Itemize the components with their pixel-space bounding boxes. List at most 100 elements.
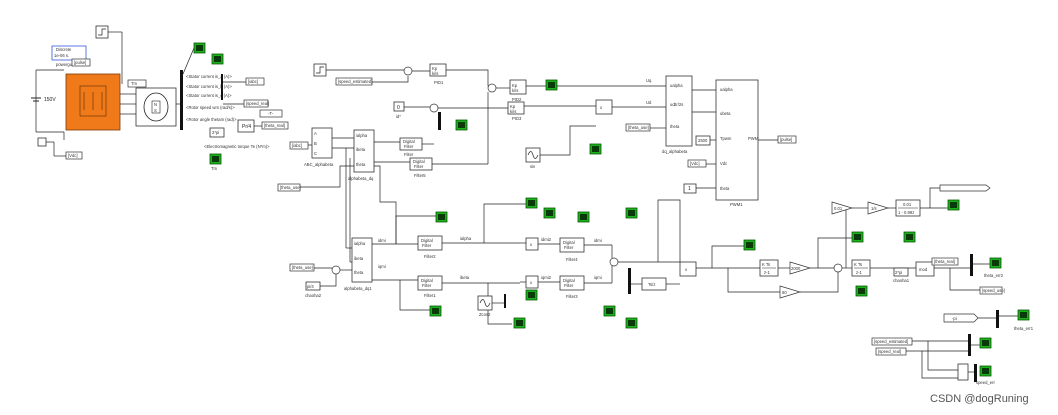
scope-alphabeta-2[interactable] (429, 305, 442, 317)
hold-gain-block[interactable]: Pr/4 (237, 119, 255, 133)
mod-block[interactable]: mod (915, 261, 935, 277)
scope-pid2[interactable] (545, 79, 558, 91)
abc-alphabeta-block[interactable]: A B C ABC_alphabeta (304, 127, 334, 167)
gain-2000-block[interactable]: 2000 (789, 261, 812, 275)
gain-neg-block[interactable]: -T- (259, 109, 283, 118)
iabc-goto-tag[interactable]: [iabc] (245, 77, 265, 86)
speed-err-scope[interactable]: speed_err (976, 365, 995, 385)
scope-alphabeta-1[interactable] (435, 211, 448, 223)
svg-text:iqmi: iqmi (378, 264, 386, 269)
dc-source-block[interactable]: 150V (31, 69, 64, 133)
scope-pll-2[interactable] (851, 231, 864, 243)
current-mux-bus (221, 74, 223, 100)
scope-torque[interactable]: Tm (209, 153, 222, 171)
alphabeta-dq1-block[interactable]: ialpha ibeta theta alphabeta_dq1 (344, 237, 373, 291)
sine-source[interactable]: sin (525, 147, 541, 169)
gain-tf1-block[interactable]: Ts/z (641, 277, 667, 291)
vdc-from-tag-2[interactable]: [Vdc] (687, 159, 707, 168)
svg-text:0.01: 0.01 (834, 206, 843, 211)
product-block-3[interactable]: x (679, 261, 697, 277)
step-input-1[interactable] (95, 25, 109, 39)
scope-mid-7[interactable] (625, 317, 638, 329)
dq-alphabeta-block[interactable]: ualpha ud 2r/2s theta dq_alphabeta (662, 75, 693, 154)
speed-use-goto-tag[interactable]: [speed_use] (979, 286, 1005, 295)
digital-filter-block[interactable]: Digital Filter Filter (399, 137, 423, 157)
scope-mid-3[interactable] (577, 211, 590, 223)
speed-real-goto-tag[interactable]: [speed_real] (243, 99, 269, 108)
svg-text:2r/2s: 2r/2s (674, 102, 683, 107)
svg-text:150V: 150V (44, 97, 56, 103)
tf2-block[interactable]: 0.01 1 - 0.99z (895, 199, 921, 217)
theta-use-from-tag-3[interactable]: [theta_use] (289, 263, 315, 272)
theta-use-from-tag-1[interactable]: [theta_use] (277, 183, 301, 192)
scope-speed-est[interactable] (947, 199, 960, 211)
svg-text:<Rotor speed wm (rad/s)>: <Rotor speed wm (rad/s)> (186, 105, 235, 110)
tf3-block[interactable]: K Ts z-1 (759, 259, 779, 277)
theta-real-from-tag[interactable]: [theta_real] (931, 257, 959, 266)
scope-pll-3[interactable] (855, 285, 868, 297)
theta-use-from-tag-2[interactable]: [theta_use] (625, 123, 651, 132)
svg-text:powergui: powergui (56, 62, 73, 67)
digital-filter1-block[interactable]: Digital Filter Filter1 (417, 275, 443, 298)
gain-60-block[interactable]: 60 (779, 285, 802, 299)
tf4-block[interactable]: K Ts z-1 (851, 259, 871, 277)
scope-sin[interactable] (589, 143, 602, 155)
digital-filter3-block[interactable]: Digital Filter Filter3 (559, 275, 585, 299)
scope-speed-cmp[interactable] (979, 337, 992, 349)
svg-text:Zcos2: Zcos2 (479, 312, 491, 317)
scope-mid-4[interactable] (625, 207, 638, 219)
neg-pi-block[interactable]: -pi (943, 313, 979, 323)
scope-mid-8[interactable] (603, 305, 616, 317)
tm-from-tag[interactable]: Tm (127, 79, 147, 88)
twopi-block-2[interactable]: 2*pi chaoha1 (893, 267, 910, 283)
scope-mid-5[interactable] (525, 289, 538, 301)
one-const[interactable]: 1 (683, 183, 697, 194)
scope-pll-1[interactable] (743, 239, 756, 251)
svg-text:theta_err1: theta_err1 (1014, 326, 1034, 331)
tpwm-const[interactable]: 2500 (695, 135, 711, 146)
digital-filter2-block[interactable]: Digital Filter Filter2 (417, 235, 443, 259)
pmsm-motor-block[interactable]: N S (135, 87, 177, 127)
vdc-sensor: [Vdc] (37, 137, 83, 160)
digital-filter4-block[interactable]: Digital Filter Filter4 (559, 237, 585, 262)
scope-mid-1[interactable] (525, 197, 538, 209)
product-block-1[interactable]: x (525, 237, 539, 251)
zcos2-source[interactable]: Zcos2 (477, 295, 493, 317)
gain-inv-block[interactable]: 1/s (867, 201, 890, 215)
inverter-block[interactable] (65, 73, 121, 131)
scope-pll-4[interactable] (903, 231, 916, 243)
mux-to-dq: x (595, 99, 613, 115)
pid3-block[interactable]: Kp ki/s PID3 (507, 101, 525, 121)
speed-estimated-from-tag[interactable]: [speed_estimated] (335, 77, 373, 86)
zero-const[interactable]: 0 id* (393, 101, 405, 119)
speed-real-from-tag-2[interactable]: [speed_real] (875, 347, 907, 356)
gain-001-block[interactable]: 0.01 (831, 201, 854, 215)
twopi-block[interactable]: 2*pi (209, 127, 225, 138)
pwm1-block[interactable]: ualpha ubeta Tpwm Vdc theta PWM PWM1 (715, 79, 759, 207)
speed-estimated-goto-arrow[interactable] (939, 184, 991, 192)
svg-text:1e-06 s.: 1e-06 s. (54, 53, 69, 58)
step-input-2[interactable] (313, 63, 327, 77)
pulse-goto-tag[interactable]: [pulse] (777, 135, 797, 144)
scope-mid-2[interactable] (543, 207, 556, 219)
product-block-2[interactable]: x (525, 275, 539, 289)
chaoha2-block[interactable]: pi/4 chaoha2 (305, 281, 322, 298)
scope-top-2[interactable] (211, 53, 224, 65)
pid1-block[interactable]: Kp ki/s PID1 (429, 63, 447, 85)
scope-pid3[interactable] (455, 119, 468, 131)
alphabeta-dq-block[interactable]: ialpha ibeta theta alphabeta_dq (348, 129, 375, 181)
scope-top-1[interactable] (193, 42, 206, 54)
pid2-block[interactable]: Kp ki/s PID2 (509, 79, 527, 102)
speed-estimated-from-tag-2[interactable]: [speed_estimated] (871, 337, 913, 346)
theta-err2-scope[interactable]: theta_err2 (984, 257, 1004, 278)
svg-text:[iabc]: [iabc] (248, 79, 258, 84)
sum-3 (429, 103, 439, 113)
scope-mid-6[interactable] (513, 317, 526, 329)
theta-real-goto-tag[interactable]: [theta_real] (261, 121, 289, 130)
theta-err1-scope[interactable]: theta_err1 (1014, 309, 1034, 331)
svg-text:x: x (530, 280, 533, 285)
iabc-from-tag[interactable]: [iabc] (289, 141, 309, 150)
digital-filter5-block[interactable]: Digital Filter Filter5 (409, 157, 433, 178)
pulse-from-tag[interactable]: [pulse] (71, 58, 91, 67)
powergui-block[interactable]: Discrete 1e-06 s. powergui (51, 45, 87, 67)
